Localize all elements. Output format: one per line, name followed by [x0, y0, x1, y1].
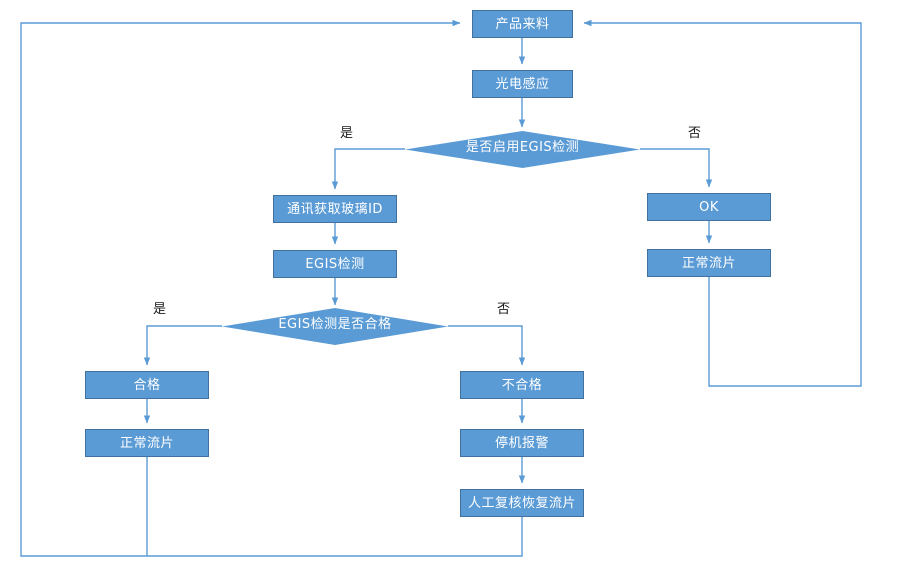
node-ok[interactable]: OK — [647, 193, 771, 221]
edge-n11-return — [147, 517, 523, 557]
node-egis-inspection[interactable]: EGIS检测 — [273, 250, 397, 278]
edge-d2-yes — [143, 325, 222, 366]
node-label: 通讯获取玻璃ID — [287, 201, 383, 217]
node-fail[interactable]: 不合格 — [460, 371, 584, 399]
node-label: 正常流片 — [119, 435, 174, 451]
node-label: 不合格 — [501, 377, 543, 393]
node-label: 停机报警 — [494, 435, 549, 451]
decision-egis-pass[interactable]: EGIS检测是否合格 — [222, 308, 448, 345]
edge-n6-return — [583, 19, 862, 387]
edge-d1-yes — [331, 148, 405, 190]
node-normal-flow-left[interactable]: 正常流片 — [85, 429, 209, 457]
node-label: 产品来料 — [495, 16, 550, 32]
node-label: 合格 — [133, 377, 161, 393]
edge-label-d1-no: 否 — [688, 126, 702, 141]
node-label: 是否启用EGIS检测 — [465, 140, 580, 155]
edge-label-d1-yes: 是 — [340, 126, 354, 141]
edge-d2-no — [448, 325, 526, 366]
node-label: EGIS检测是否合格 — [278, 317, 392, 332]
edge-n8-return — [20, 19, 461, 557]
node-label: OK — [699, 199, 719, 215]
node-manual-review-resume[interactable]: 人工复核恢复流片 — [460, 489, 584, 517]
node-stop-alarm[interactable]: 停机报警 — [460, 429, 584, 457]
node-product-incoming[interactable]: 产品来料 — [472, 10, 573, 38]
node-normal-flow-right[interactable]: 正常流片 — [647, 249, 771, 277]
edge-d1-no — [640, 148, 713, 188]
node-label: 人工复核恢复流片 — [467, 495, 576, 511]
diamond-shape — [222, 308, 448, 345]
node-pass[interactable]: 合格 — [85, 371, 209, 399]
edge-label-d2-no: 否 — [497, 302, 511, 317]
decision-enable-egis[interactable]: 是否启用EGIS检测 — [405, 131, 640, 168]
diamond-shape — [405, 131, 640, 168]
node-photoelectric-sensing[interactable]: 光电感应 — [472, 70, 573, 98]
node-fetch-glass-id[interactable]: 通讯获取玻璃ID — [273, 195, 397, 223]
node-label: EGIS检测 — [305, 256, 365, 272]
node-label: 正常流片 — [681, 255, 736, 271]
node-label: 光电感应 — [495, 76, 550, 92]
edge-label-d2-yes: 是 — [153, 302, 167, 317]
